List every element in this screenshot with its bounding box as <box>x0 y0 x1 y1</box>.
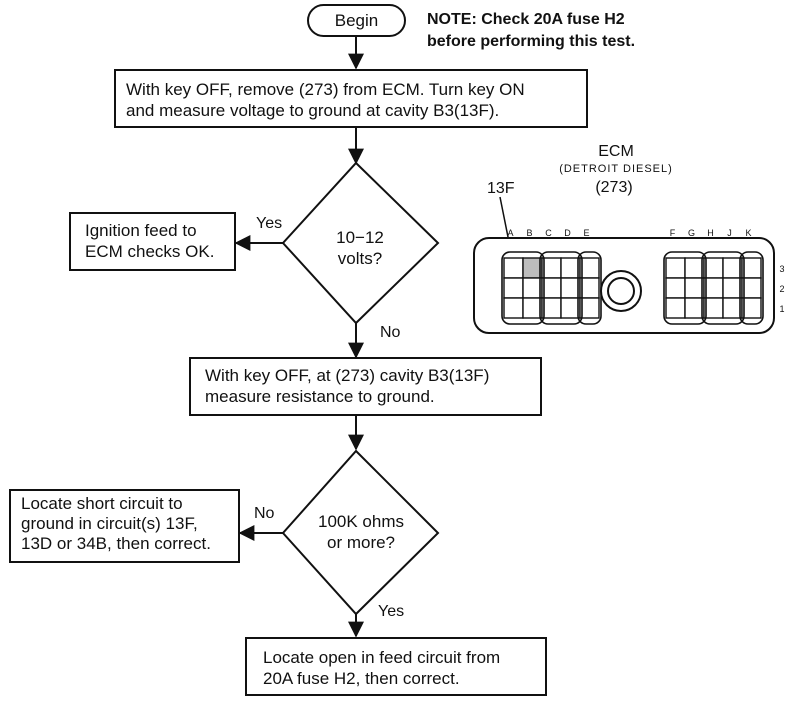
step1-box: With key OFF, remove (273) from ECM. Tur… <box>114 69 588 128</box>
cavity-d2 <box>560 277 581 299</box>
column-label-b: B <box>526 228 532 238</box>
cavity-f2 <box>665 277 686 299</box>
note-line1: NOTE: Check 20A fuse H2 <box>427 11 625 28</box>
step1-line2: and measure voltage to ground at cavity … <box>126 101 500 120</box>
column-label-d: D <box>564 228 571 238</box>
result-short-box: Locate short circuit to ground in circui… <box>9 489 240 563</box>
ecm-title: ECM <box>598 143 634 160</box>
cavity-c1 <box>541 297 562 319</box>
column-label-j: J <box>727 228 732 238</box>
note-line2: before performing this test. <box>427 33 636 50</box>
cavity-a2 <box>503 277 524 299</box>
cavity-g2 <box>684 277 705 299</box>
cavity-g3 <box>684 257 705 279</box>
cavity-g1 <box>684 297 705 319</box>
cavity-k1 <box>741 297 762 319</box>
cavity-j3 <box>722 257 743 279</box>
result-open-line2: 20A fuse H2, then correct. <box>263 669 460 688</box>
cavity-b2 <box>522 277 543 299</box>
column-label-c: C <box>545 228 552 238</box>
begin-terminal: Begin <box>307 4 406 37</box>
result-ok-line1: Ignition feed to <box>85 221 197 240</box>
cavity-pair-outline <box>501 251 545 325</box>
row-label-3: 3 <box>779 264 784 274</box>
step2-line2: measure resistance to ground. <box>205 387 435 406</box>
connector-labels: A B C D E F G H J K 3 2 1 <box>507 228 784 314</box>
decision1-line1: 10−12 <box>336 228 384 247</box>
result-short-line2: ground in circuit(s) 13F, <box>21 514 198 533</box>
decision2-diamond <box>281 449 440 616</box>
decision2-line2: or more? <box>327 533 395 552</box>
column-label-e: E <box>583 228 589 238</box>
column-label-k: K <box>745 228 751 238</box>
decision2-yes-label: Yes <box>378 603 404 620</box>
cavity-pair-outline <box>701 251 745 325</box>
cavity-pair-outline <box>539 251 583 325</box>
result-open-box: Locate open in feed circuit from 20A fus… <box>245 637 547 696</box>
cavity-h1 <box>703 297 724 319</box>
step2-box: With key OFF, at (273) cavity B3(13F) me… <box>189 357 542 416</box>
cavity-e3 <box>579 257 600 279</box>
left-cavity-block <box>501 251 602 325</box>
cavity-c3 <box>541 257 562 279</box>
cavity-e2 <box>579 277 600 299</box>
row-label-2: 2 <box>779 284 784 294</box>
decision1-yes-label: Yes <box>256 215 282 232</box>
result-ok-line2: ECM checks OK. <box>85 242 215 261</box>
cavity-h2 <box>703 277 724 299</box>
step2-line1: With key OFF, at (273) cavity B3(13F) <box>205 366 490 385</box>
result-short-line3: 13D or 34B, then correct. <box>21 534 211 553</box>
right-cavity-block <box>663 251 764 325</box>
cavity-c2 <box>541 277 562 299</box>
result-ok-box: Ignition feed to ECM checks OK. <box>69 212 236 271</box>
cavity-a3 <box>503 257 524 279</box>
cavity-f1 <box>665 297 686 319</box>
decision2-line1: 100K ohms <box>318 512 404 531</box>
decision1-diamond <box>281 161 440 325</box>
connector-number: (273) <box>595 179 632 196</box>
column-label-a: A <box>507 228 513 238</box>
result-open-line1: Locate open in feed circuit from <box>263 648 501 667</box>
column-label-f: F <box>670 228 676 238</box>
cavity-d3 <box>560 257 581 279</box>
center-post-inner <box>607 277 635 305</box>
ecm-connector-diagram: ECM (DETROIT DIESEL) (273) 13F A B C D E F G H J… <box>473 143 785 334</box>
cavity-j2 <box>722 277 743 299</box>
cavity-f3 <box>665 257 686 279</box>
cavity-k2 <box>741 277 762 299</box>
cavity-a1 <box>503 297 524 319</box>
cavity-e1 <box>579 297 600 319</box>
row-label-1: 1 <box>779 304 784 314</box>
ecm-subtitle: (DETROIT DIESEL) <box>559 163 673 175</box>
cavity-pair-outline <box>663 251 707 325</box>
result-short-line1: Locate short circuit to <box>21 494 183 513</box>
step1-line1: With key OFF, remove (273) from ECM. Tur… <box>126 80 525 99</box>
cavity-h3 <box>703 257 724 279</box>
column-label-g: G <box>688 228 695 238</box>
cavity-b3 <box>522 257 543 279</box>
cavity-j1 <box>722 297 743 319</box>
decision1-no-label: No <box>380 324 401 341</box>
column-label-h: H <box>707 228 714 238</box>
cavity-pair-outline <box>739 251 764 325</box>
decision1-line2: volts? <box>338 249 382 268</box>
cavity-k3 <box>741 257 762 279</box>
note-text: NOTE: Check 20A fuse H2 before performin… <box>427 9 635 53</box>
cavity-d1 <box>560 297 581 319</box>
cavity-b1 <box>522 297 543 319</box>
decision2-no-label: No <box>254 505 275 522</box>
cavity-callout-label: 13F <box>487 180 515 197</box>
begin-label: Begin <box>334 11 379 30</box>
